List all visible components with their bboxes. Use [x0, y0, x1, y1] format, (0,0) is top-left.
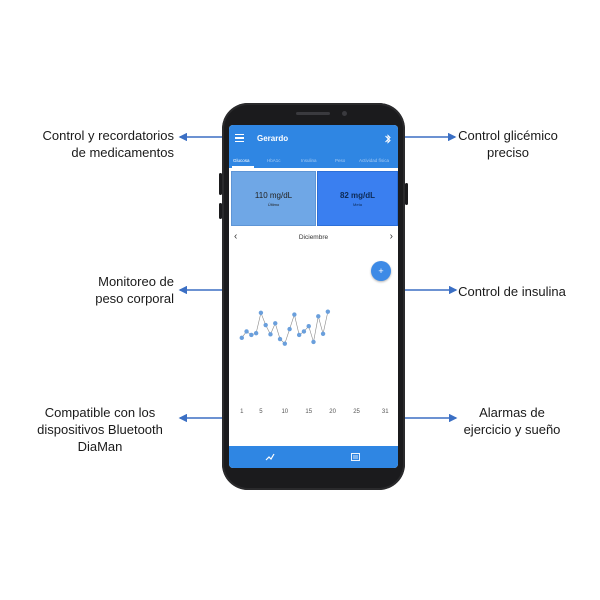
callout-bluetooth: Compatible con los dispositivos Bluetoot…	[24, 404, 176, 455]
chart-line-segment	[255, 312, 262, 334]
active-tab-indicator	[232, 166, 254, 168]
chevron-left-icon[interactable]: ‹	[234, 231, 238, 242]
chart-point[interactable]	[320, 331, 326, 336]
callout-medicamentos-text: Control y recordatorios de medicamentos	[42, 128, 175, 160]
callout-medicamentos: Control y recordatorios de medicamentos	[24, 127, 175, 161]
callout-alarmas-text: Alarmas de ejercicio y sueño	[463, 405, 561, 437]
tab-actividad[interactable]: Actividad física	[359, 158, 390, 163]
chart-line-segment	[284, 329, 290, 344]
card-recent-glucose[interactable]: 110 mg/dL Último	[231, 171, 316, 226]
chart-point[interactable]	[268, 332, 273, 337]
power-button	[405, 183, 408, 205]
x-tick-label: 15	[305, 409, 312, 415]
app-screen: Gerardo Glucosa HbA1c Insulina Peso Acti…	[229, 125, 398, 468]
bluetooth-icon[interactable]	[384, 133, 392, 145]
chart-line-segment	[322, 311, 329, 334]
card-goal-glucose[interactable]: 82 mg/dL Meta	[317, 171, 398, 226]
chart-point[interactable]	[311, 339, 316, 345]
chart-point[interactable]	[287, 326, 292, 332]
phone-speaker	[296, 112, 330, 115]
x-tick-label: 20	[329, 409, 336, 415]
chart-point[interactable]	[301, 329, 307, 334]
chart-point[interactable]	[292, 312, 297, 317]
menu-icon[interactable]	[235, 134, 244, 142]
chart-point[interactable]	[258, 310, 264, 316]
chart-line-segment	[308, 326, 314, 343]
callout-bluetooth-text: Compatible con los dispositivos Bluetoot…	[37, 405, 163, 454]
chart-point[interactable]	[239, 335, 244, 341]
chart-line-segment	[274, 323, 281, 340]
add-entry-button[interactable]: +	[371, 261, 391, 281]
callout-peso: Monitoreo de peso corporal	[24, 273, 174, 307]
chart-line-segment	[313, 316, 319, 342]
app-title: Gerardo	[257, 134, 289, 143]
chart-point[interactable]	[306, 324, 311, 329]
callout-insulina: Control de insulina	[438, 283, 586, 300]
list-icon[interactable]	[351, 453, 360, 461]
x-tick-label: 5	[259, 409, 263, 415]
volume-button	[219, 173, 222, 195]
tab-glucosa[interactable]: Glucosa	[233, 158, 250, 163]
phone-mockup: Gerardo Glucosa HbA1c Insulina Peso Acti…	[219, 103, 408, 490]
chart-point[interactable]	[325, 309, 331, 314]
chart-point[interactable]	[277, 336, 283, 342]
chart-line-segment	[294, 314, 300, 336]
card-goal-label: Meta	[353, 202, 362, 207]
chart-point[interactable]	[316, 314, 321, 319]
chart-line-segment	[317, 316, 324, 334]
callout-glicemico-text: Control glicémico preciso	[458, 128, 558, 160]
callout-peso-text: Monitoreo de peso corporal	[95, 274, 174, 306]
tab-peso[interactable]: Peso	[335, 158, 346, 163]
tab-hba1c[interactable]: HbA1c	[267, 158, 281, 163]
month-selector: ‹ Diciembre ›	[229, 231, 398, 245]
card-goal-value: 82 mg/dL	[339, 191, 376, 200]
callout-glicemico: Control glicémico preciso	[438, 127, 578, 161]
x-tick-label: 31	[382, 409, 389, 415]
chart-point[interactable]	[296, 332, 302, 338]
trend-chart-icon[interactable]	[265, 452, 275, 462]
chart-point[interactable]	[253, 330, 259, 336]
callout-insulina-text: Control de insulina	[458, 284, 566, 299]
bixby-button	[219, 203, 222, 219]
app-bar: Gerardo	[229, 125, 398, 155]
chart-point[interactable]	[244, 329, 249, 334]
chart-point[interactable]	[249, 332, 254, 338]
card-recent-label: Último	[267, 202, 280, 207]
tab-bar: Glucosa HbA1c Insulina Peso Actividad fí…	[229, 155, 398, 168]
chart-point[interactable]	[263, 322, 268, 328]
x-tick-label: 25	[353, 409, 360, 415]
x-tick-label: 10	[281, 409, 288, 415]
chart-line-segment	[289, 314, 295, 330]
card-recent-value: 110 mg/dL	[254, 191, 293, 200]
tab-insulina[interactable]: Insulina	[301, 158, 317, 163]
chart-point[interactable]	[273, 321, 278, 326]
phone-camera	[342, 111, 347, 116]
chevron-right-icon[interactable]: ›	[389, 231, 393, 242]
month-label: Diciembre	[298, 234, 329, 241]
bottom-nav	[229, 446, 398, 468]
x-tick-label: 1	[240, 409, 244, 415]
chart-point[interactable]	[282, 341, 288, 346]
callout-alarmas: Alarmas de ejercicio y sueño	[438, 404, 586, 438]
